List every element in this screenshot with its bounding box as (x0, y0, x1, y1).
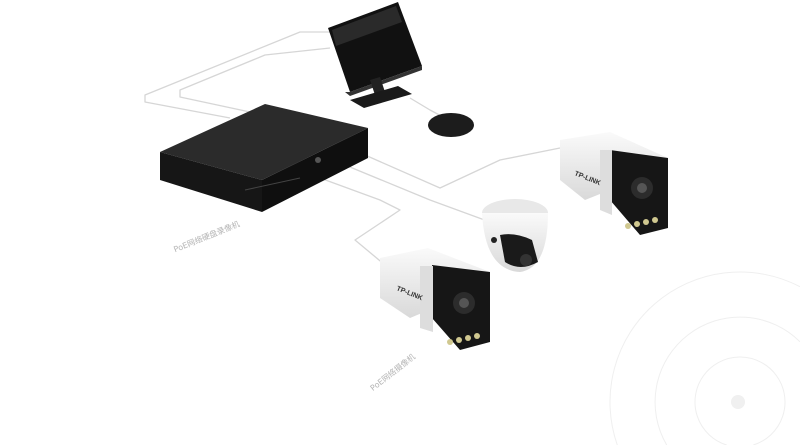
ring-center-dot (731, 395, 745, 409)
ring-middle (654, 316, 800, 445)
decorative-rings (609, 271, 800, 445)
bullet-camera-right (560, 132, 668, 235)
bullet-camera-left (380, 248, 490, 350)
monitor (328, 2, 422, 108)
nvr-recorder (160, 104, 368, 212)
ring-inner (694, 356, 786, 445)
dome-camera (482, 199, 548, 272)
ring-outer (609, 271, 800, 445)
mouse (428, 113, 474, 137)
cables (144, 31, 561, 266)
